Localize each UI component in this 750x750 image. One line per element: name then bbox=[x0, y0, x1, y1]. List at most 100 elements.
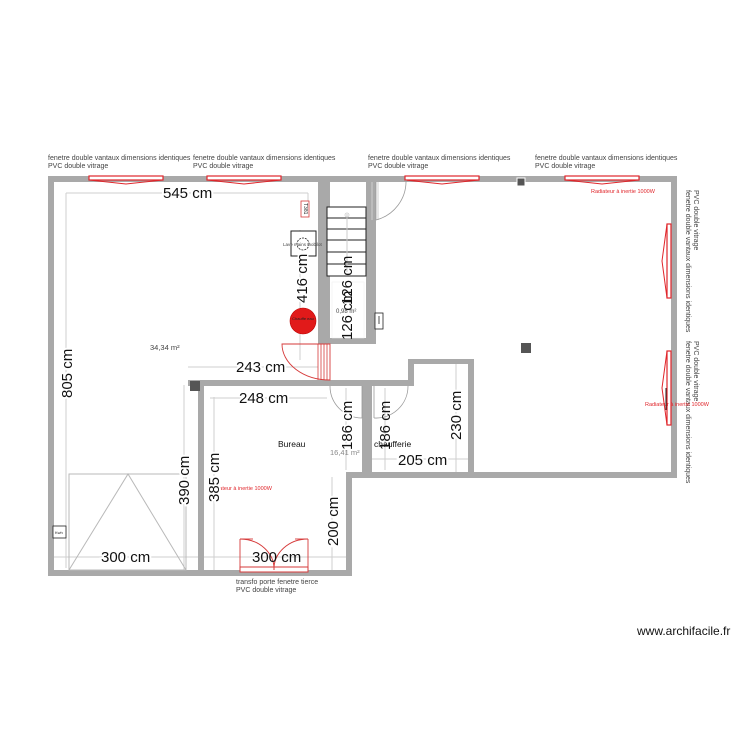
bottom-door-label-line1: transfo porte fenetre tierce bbox=[236, 579, 318, 586]
dim-hall-390: 390 cm bbox=[176, 456, 193, 505]
door-top-arc bbox=[375, 179, 407, 221]
bureau-area-label: 16,41 m² bbox=[330, 448, 360, 457]
wall-bureau-left bbox=[198, 384, 204, 574]
tag-label: T381 bbox=[302, 203, 308, 215]
window-frame bbox=[404, 175, 480, 181]
window-top-4 bbox=[564, 175, 640, 185]
window-frame bbox=[206, 175, 282, 181]
window-frame bbox=[564, 175, 640, 181]
hall-door-arc bbox=[281, 343, 331, 381]
window-swing bbox=[88, 179, 164, 185]
wc-area: 0,98 m² bbox=[336, 309, 356, 315]
window-swing bbox=[564, 179, 640, 185]
dim-garage-300: 300 cm bbox=[101, 549, 150, 566]
water-heater-icon bbox=[289, 307, 317, 335]
dimension-labels: 545 cm 805 cm 416 cm 126 cm 126 cm 243 c… bbox=[57, 183, 467, 568]
wall-top bbox=[48, 176, 677, 182]
window-frame bbox=[666, 223, 672, 299]
dim-wc-height-b: 126 cm bbox=[339, 291, 356, 340]
dim-bottom-200: 200 cm bbox=[325, 497, 342, 546]
window-label-right-1: fenetre double vantaux dimensions identi… bbox=[684, 190, 699, 333]
wall-bureau-top bbox=[188, 380, 330, 386]
water-heater: Chauffe eau bbox=[289, 307, 317, 335]
walls bbox=[48, 176, 677, 576]
radiator-label: Radiateur à inertie 1000W bbox=[208, 486, 273, 492]
pillar bbox=[521, 343, 531, 353]
window-frame bbox=[88, 175, 164, 181]
window-label-line2: PVC double vitrage bbox=[535, 163, 595, 170]
wall-chaufferie-step bbox=[408, 359, 414, 386]
wall-mid-top bbox=[330, 380, 412, 386]
dim-chaufferie-230: 230 cm bbox=[448, 391, 465, 440]
window-label-line1: fenetre double vantaux dimensions identi… bbox=[684, 190, 691, 333]
pillar bbox=[190, 381, 200, 391]
sink-label: Lave mains Inobilot bbox=[283, 242, 323, 247]
wall-right bbox=[671, 176, 677, 478]
garage-opening bbox=[68, 473, 187, 571]
french-door-arc-right bbox=[273, 538, 309, 571]
meter-label: Kwh bbox=[55, 530, 63, 535]
sink-basin-icon bbox=[296, 237, 310, 251]
wall-chaufferie-top bbox=[408, 359, 474, 364]
chaufferie-door-arc bbox=[373, 385, 409, 419]
wall-bureau-right bbox=[362, 384, 372, 476]
radiator-label: Radiateur à inertie 1000W bbox=[645, 402, 710, 408]
staircase bbox=[326, 206, 367, 277]
window-top-3 bbox=[404, 175, 480, 185]
window-swing bbox=[206, 179, 282, 185]
dim-bureau-385: 385 cm bbox=[206, 453, 223, 502]
window-right-2 bbox=[661, 350, 672, 426]
bottom-door-label: transfo porte fenetre tierce PVC double … bbox=[236, 579, 318, 594]
window-label-line2: PVC double vitrage bbox=[692, 190, 699, 250]
window-right-1 bbox=[661, 223, 672, 299]
window-label-line2: PVC double vitrage bbox=[48, 163, 108, 170]
wall-chaufferie-right bbox=[468, 359, 474, 476]
tag-fixture: T381 bbox=[300, 200, 310, 218]
dim-door-186b: 186 cm bbox=[377, 401, 394, 450]
window-label-top-1: fenetre double vantaux dimensions identi… bbox=[48, 155, 191, 170]
window-swing bbox=[661, 350, 668, 426]
dim-top-width: 545 cm bbox=[163, 185, 212, 202]
window-label-line2: PVC double vitrage bbox=[692, 341, 699, 401]
meter-box bbox=[52, 525, 67, 539]
window-label-line1: fenetre double vantaux dimensions identi… bbox=[684, 341, 691, 484]
window-label-top-2: fenetre double vantaux dimensions identi… bbox=[193, 155, 336, 170]
window-frame bbox=[666, 350, 672, 426]
window-label-line1: fenetre double vantaux dimensions identi… bbox=[535, 155, 678, 162]
water-heater-label: Chauffe eau bbox=[292, 316, 314, 321]
window-label-line1: fenetre double vantaux dimensions identi… bbox=[48, 155, 191, 162]
window-label-line2: PVC double vitrage bbox=[368, 163, 428, 170]
meter-fixture: Kwh bbox=[52, 525, 67, 539]
window-top-2 bbox=[206, 175, 282, 185]
room-name-chaufferie: chaufferie bbox=[374, 439, 411, 449]
pillar-small bbox=[516, 177, 526, 187]
window-label-top-3: fenetre double vantaux dimensions identi… bbox=[368, 155, 511, 170]
watermark-link[interactable]: www.archifacile.fr bbox=[637, 624, 731, 638]
sink-box bbox=[290, 230, 317, 257]
bottom-french-door bbox=[239, 538, 309, 573]
dim-wc-height-a: 126 cm bbox=[339, 256, 356, 305]
stair-start bbox=[344, 212, 350, 218]
dim-bureau-width: 248 cm bbox=[239, 390, 288, 407]
dim-bureau-300: 300 cm bbox=[252, 549, 301, 566]
dim-stair-vertical: 416 cm bbox=[294, 254, 311, 303]
bureau-door-arc bbox=[329, 385, 363, 419]
tag-box bbox=[300, 200, 310, 218]
wall-wc-bottom bbox=[328, 338, 376, 344]
wall-stair-right bbox=[366, 182, 376, 344]
dim-hall-243: 243 cm bbox=[236, 359, 285, 376]
main-area-label: 34,34 m² bbox=[150, 343, 180, 352]
dim-door-186a: 186 cm bbox=[339, 401, 356, 450]
window-label-right-2: fenetre double vantaux dimensions identi… bbox=[684, 341, 699, 484]
window-top-1 bbox=[88, 175, 164, 185]
french-door-arc-left bbox=[239, 538, 275, 571]
sink-fixture: Lave mains Inobilot bbox=[283, 230, 323, 257]
window-swing bbox=[661, 223, 668, 299]
hall-door bbox=[281, 343, 331, 381]
window-label-line2: PVC double vitrage bbox=[193, 163, 253, 170]
room-name-bureau: Bureau bbox=[278, 439, 306, 449]
dim-chaufferie-205: 205 cm bbox=[398, 452, 447, 469]
wall-step-vertical bbox=[346, 472, 352, 576]
wc-room bbox=[331, 281, 365, 339]
